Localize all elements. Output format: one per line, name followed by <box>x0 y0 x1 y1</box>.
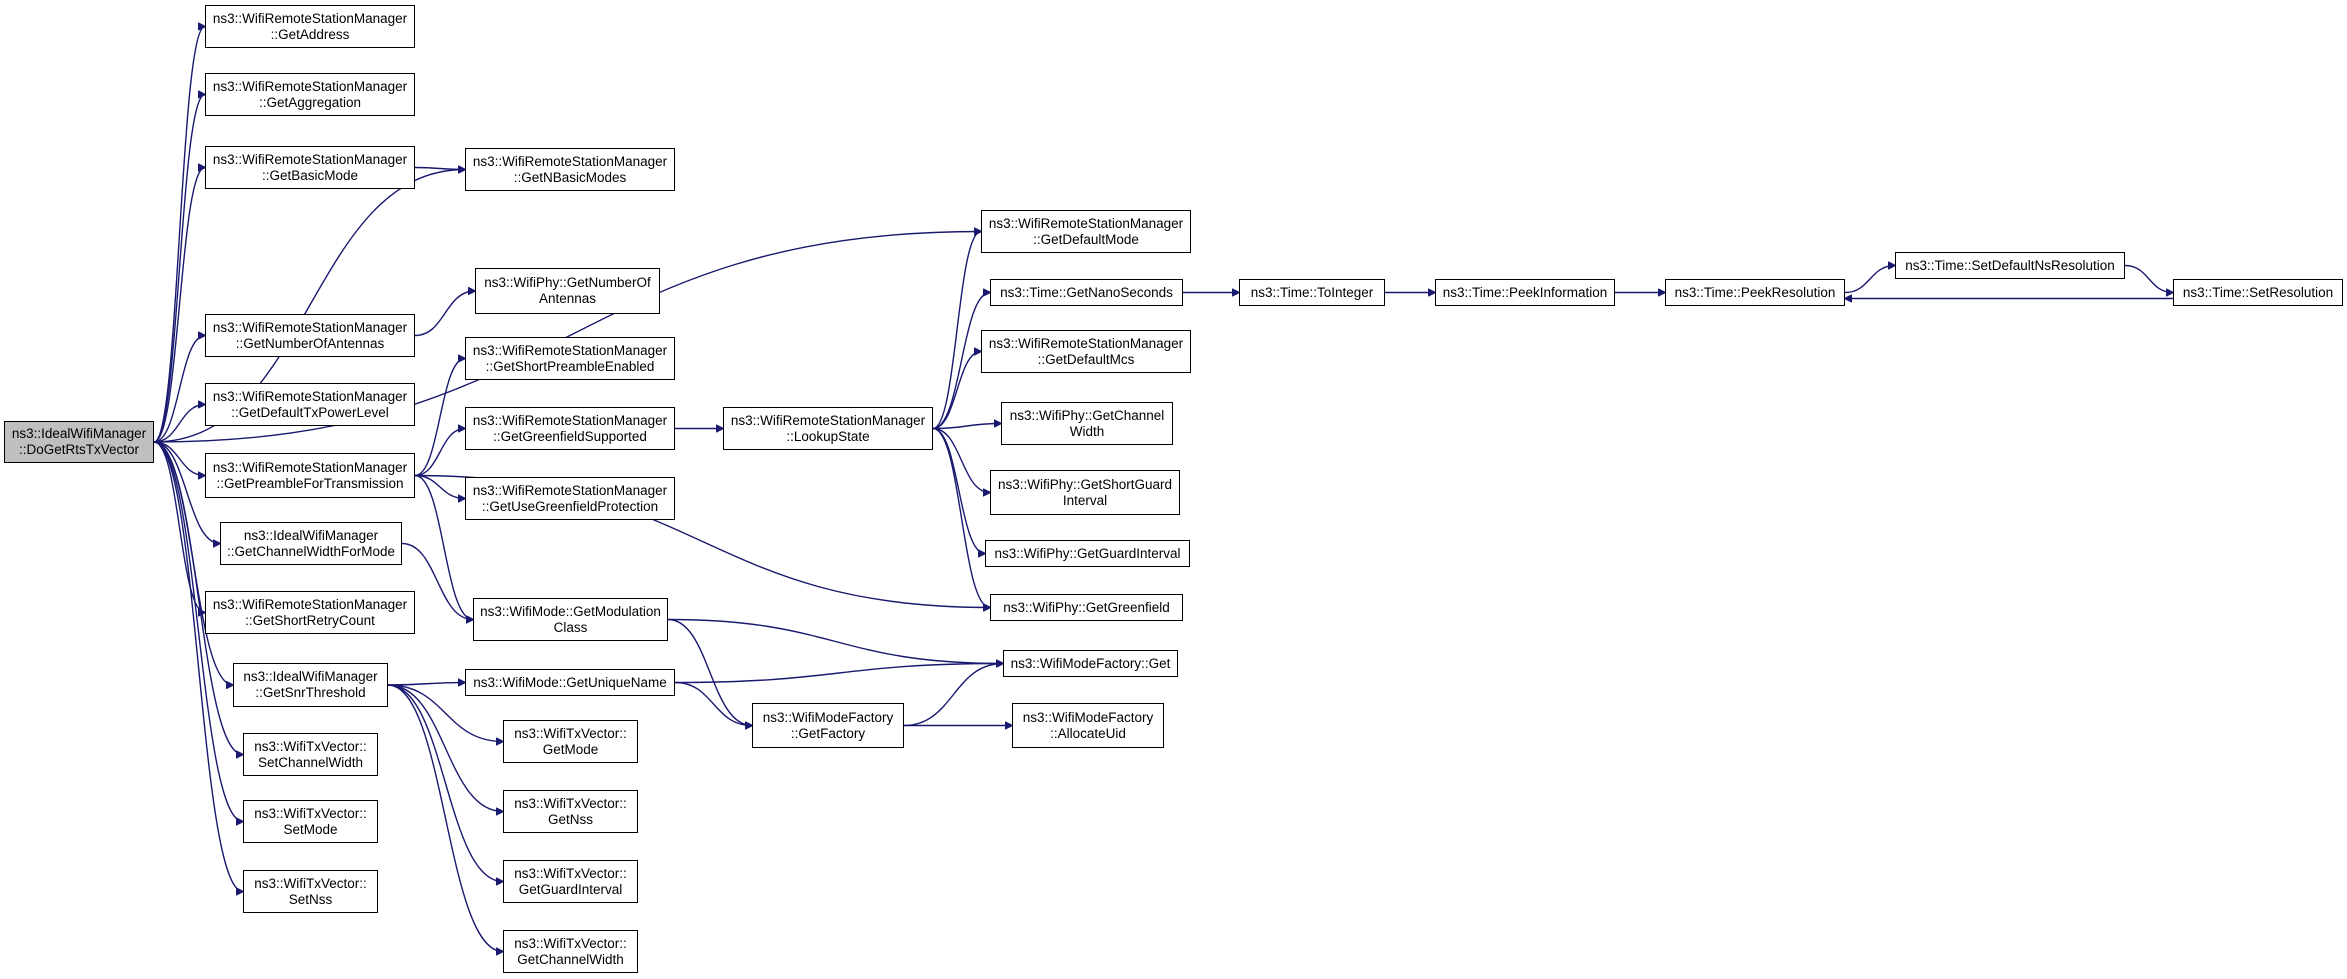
node-phygetgreenfield[interactable]: ns3::WifiPhy::GetGreenfield <box>990 594 1183 621</box>
edge-root-to-setmode <box>153 441 243 822</box>
edge-getsnrthreshold-to-getuniquename <box>387 683 465 686</box>
edge-getchannelwidthformode-to-getmodulationclass <box>401 542 473 620</box>
node-txgetguardinterval[interactable]: ns3::WifiTxVector:: GetGuardInterval <box>503 860 638 903</box>
edge-getsnrthreshold-to-txgetchannelwidth <box>387 684 503 952</box>
node-getshortpreambleenabled[interactable]: ns3::WifiRemoteStationManager ::GetShort… <box>465 337 675 380</box>
edge-getmodulationclass-to-wifimodefactoryget <box>667 618 1003 664</box>
edge-getsnrthreshold-to-txgetguardinterval <box>387 684 503 882</box>
edge-getbasicmode-to-getnbasicmodes <box>414 168 465 170</box>
edge-getuniquename-to-getfactory <box>674 681 752 726</box>
call-edges <box>153 27 2173 952</box>
edge-getsnrthreshold-to-txgetmode <box>387 684 503 742</box>
node-allocateuid[interactable]: ns3::WifiModeFactory ::AllocateUid <box>1012 703 1164 748</box>
edge-lookupstate-to-getdefaultmode <box>932 232 981 430</box>
node-getmodulationclass[interactable]: ns3::WifiMode::GetModulation Class <box>473 598 668 641</box>
edge-setdefaultnsresolution-to-setresolution <box>2124 264 2173 293</box>
edge-getsnrthreshold-to-txgetnss <box>387 684 503 812</box>
node-getgreenfieldsupported[interactable]: ns3::WifiRemoteStationManager ::GetGreen… <box>465 407 675 450</box>
node-getchannelwidthformode[interactable]: ns3::IdealWifiManager ::GetChannelWidthF… <box>220 522 402 565</box>
node-setresolution[interactable]: ns3::Time::SetResolution <box>2173 279 2343 306</box>
node-setdefaultnsresolution[interactable]: ns3::Time::SetDefaultNsResolution <box>1895 252 2125 279</box>
node-phygetguardinterval[interactable]: ns3::WifiPhy::GetGuardInterval <box>985 540 1190 567</box>
node-getsnrthreshold[interactable]: ns3::IdealWifiManager ::GetSnrThreshold <box>233 663 388 707</box>
edge-lookupstate-to-phygetchannelwidth <box>932 424 1001 430</box>
edge-lookupstate-to-getdefaultmcs <box>932 352 981 430</box>
node-getnumberofantennas[interactable]: ns3::WifiRemoteStationManager ::GetNumbe… <box>205 314 415 357</box>
edge-root-to-getchannelwidthformode <box>153 441 220 544</box>
edge-getpreamblefortransmission-to-getmodulationclass <box>414 474 473 620</box>
node-getaddress[interactable]: ns3::WifiRemoteStationManager ::GetAddre… <box>205 5 415 48</box>
edge-root-to-getdefaultmode <box>153 232 981 443</box>
edge-lookupstate-to-phygetguardinterval <box>932 427 985 554</box>
node-root: ns3::IdealWifiManager ::DoGetRtsTxVector <box>4 421 154 463</box>
node-txgetchannelwidth[interactable]: ns3::WifiTxVector:: GetChannelWidth <box>503 930 638 973</box>
node-getuniquename[interactable]: ns3::WifiMode::GetUniqueName <box>465 669 675 696</box>
edge-getnumberofantennas-to-phynumberofantennas <box>414 291 475 337</box>
edge-getmodulationclass-to-getfactory <box>667 618 752 726</box>
node-getnbasicmodes[interactable]: ns3::WifiRemoteStationManager ::GetNBasi… <box>465 148 675 191</box>
edge-root-to-getshortretrycount <box>153 441 205 613</box>
node-getusegreenfieldprotection[interactable]: ns3::WifiRemoteStationManager ::GetUseGr… <box>465 477 675 520</box>
node-lookupstate[interactable]: ns3::WifiRemoteStationManager ::LookupSt… <box>723 407 933 450</box>
edge-lookupstate-to-getnanoseconds <box>932 293 990 430</box>
node-txgetnss[interactable]: ns3::WifiTxVector:: GetNss <box>503 790 638 833</box>
node-getdefaulttxpowerlevel[interactable]: ns3::WifiRemoteStationManager ::GetDefau… <box>205 383 415 426</box>
node-getshortretrycount[interactable]: ns3::WifiRemoteStationManager ::GetShort… <box>205 591 415 634</box>
edge-root-to-setchannelwidth <box>153 441 243 755</box>
node-phygetshortguardinterval[interactable]: ns3::WifiPhy::GetShortGuard Interval <box>990 470 1180 515</box>
edge-getfactory-to-wifimodefactoryget <box>903 664 1003 727</box>
edge-getpreamblefortransmission-to-getshortpreambleenabled <box>414 359 465 477</box>
node-setchannelwidth[interactable]: ns3::WifiTxVector:: SetChannelWidth <box>243 733 378 776</box>
node-getnanoseconds[interactable]: ns3::Time::GetNanoSeconds <box>990 279 1183 306</box>
edge-getpreamblefortransmission-to-getgreenfieldsupported <box>414 429 465 477</box>
node-peekinformation[interactable]: ns3::Time::PeekInformation <box>1435 279 1615 306</box>
node-peekresolution[interactable]: ns3::Time::PeekResolution <box>1665 279 1845 306</box>
edge-root-to-getaddress <box>153 27 205 443</box>
edge-lookupstate-to-phygetshortguardinterval <box>932 427 990 493</box>
node-setmode[interactable]: ns3::WifiTxVector:: SetMode <box>243 800 378 843</box>
node-txgetmode[interactable]: ns3::WifiTxVector:: GetMode <box>503 720 638 763</box>
node-setnss[interactable]: ns3::WifiTxVector:: SetNss <box>243 870 378 913</box>
node-getaggregation[interactable]: ns3::WifiRemoteStationManager ::GetAggre… <box>205 73 415 116</box>
edge-root-to-getbasicmode <box>153 168 205 443</box>
edge-lookupstate-to-phygetgreenfield <box>932 427 990 608</box>
node-tointeger[interactable]: ns3::Time::ToInteger <box>1239 279 1385 306</box>
edge-root-to-getdefaulttxpowerlevel <box>153 405 205 443</box>
edge-root-to-setnss <box>153 441 243 892</box>
node-wifimodefactoryget[interactable]: ns3::WifiModeFactory::Get <box>1003 650 1178 677</box>
edge-peekresolution-to-setdefaultnsresolution <box>1844 266 1895 294</box>
node-phygetchannelwidth[interactable]: ns3::WifiPhy::GetChannel Width <box>1001 402 1173 445</box>
node-getfactory[interactable]: ns3::WifiModeFactory ::GetFactory <box>752 703 904 748</box>
node-getdefaultmode[interactable]: ns3::WifiRemoteStationManager ::GetDefau… <box>981 210 1191 253</box>
node-getpreamblefortransmission[interactable]: ns3::WifiRemoteStationManager ::GetPream… <box>205 453 415 498</box>
edge-root-to-getnumberofantennas <box>153 336 205 443</box>
edge-root-to-getaggregation <box>153 95 205 443</box>
node-getdefaultmcs[interactable]: ns3::WifiRemoteStationManager ::GetDefau… <box>981 330 1191 373</box>
edge-getuniquename-to-wifimodefactoryget <box>674 664 1003 684</box>
node-phynumberofantennas[interactable]: ns3::WifiPhy::GetNumberOf Antennas <box>475 268 660 314</box>
node-getbasicmode[interactable]: ns3::WifiRemoteStationManager ::GetBasic… <box>205 146 415 189</box>
